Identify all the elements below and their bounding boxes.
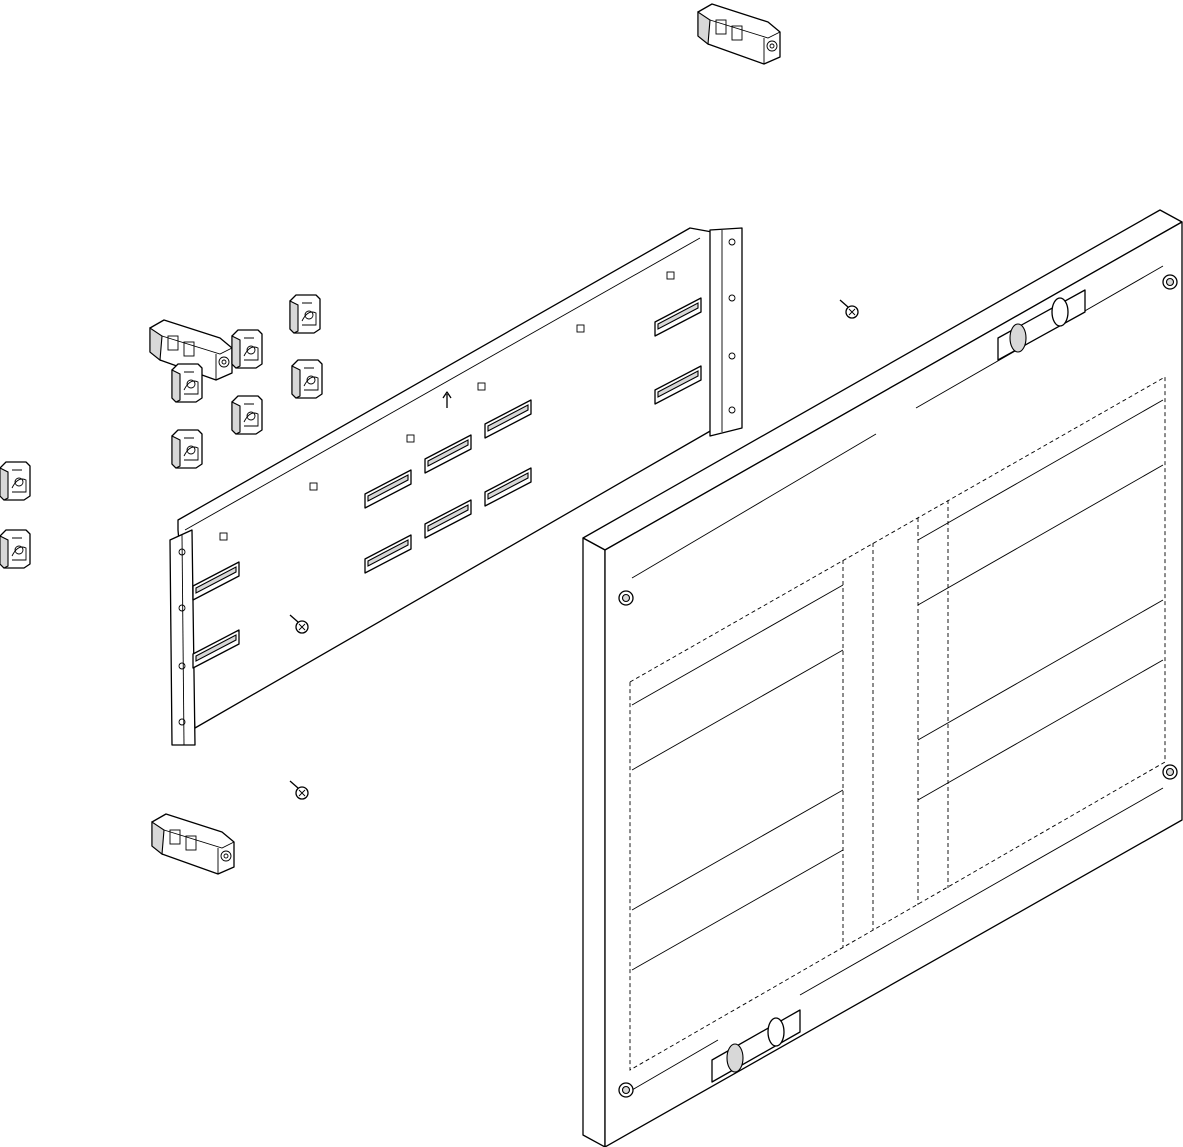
cover-panel [582,209,1183,1147]
clip [231,395,263,435]
screw [839,299,859,319]
panel-screw [618,1082,634,1098]
screw [289,780,309,800]
clip [0,461,31,501]
terminal-block-top [697,3,781,65]
clip [171,429,203,469]
clip [231,329,263,369]
clip [289,294,321,334]
panel-screw [1162,764,1178,780]
panel-hinge-top [997,289,1086,361]
terminal-block-bottom [151,813,235,875]
panel-screw [1162,274,1178,290]
arrow-up-icon [442,391,452,408]
clip [291,359,323,399]
panel-screw [618,590,634,606]
mounting-plate [169,227,743,746]
clip [171,363,203,403]
panel-hinge-bottom [711,1009,801,1083]
clip [0,529,31,569]
plate-holes [178,238,736,726]
